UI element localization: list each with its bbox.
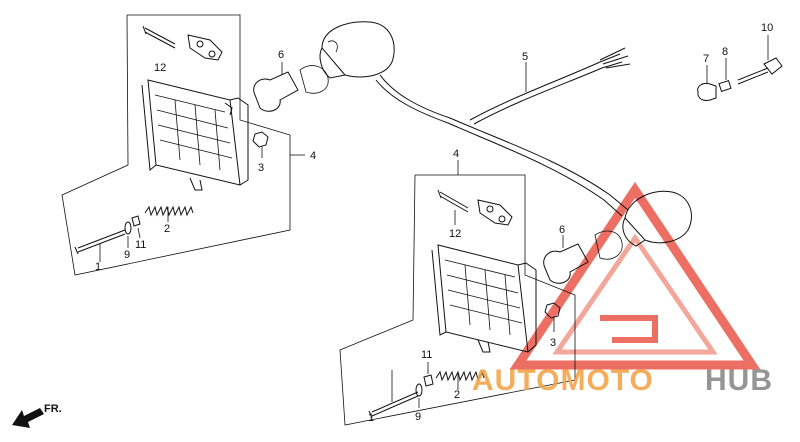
callout-10: 10 (761, 22, 773, 34)
callout-12-right: 12 (449, 228, 461, 240)
bulb-6-lower (543, 230, 623, 284)
callout-2-left: 2 (164, 223, 170, 235)
watermark-text: AUTOMOTO HUB (472, 364, 773, 397)
front-direction-marker: FR. (12, 403, 62, 428)
callout-1-left: 1 (95, 261, 101, 273)
callout-7: 7 (703, 53, 709, 65)
screw-12-left (142, 25, 176, 49)
adjust-screw-1-right (368, 370, 419, 419)
bolt-10 (737, 35, 783, 85)
callout-11-left: 11 (135, 239, 146, 251)
callout-6-lower: 6 (559, 224, 565, 236)
watermark-text-secondary: HUB (705, 364, 773, 397)
front-label: FR. (44, 403, 62, 415)
bracket-left (187, 34, 223, 61)
callout-11-right: 11 (421, 349, 432, 361)
callout-5: 5 (522, 51, 528, 63)
wire-harness-5 (319, 21, 692, 247)
headlight-assembly-right (339, 160, 576, 426)
watermark-triangle-g (600, 315, 658, 343)
callout-3-left: 3 (258, 162, 264, 174)
screw-12-right (437, 189, 469, 225)
nut-3-left (252, 131, 269, 158)
adjust-screw-1-left (74, 229, 126, 262)
group-frame-right (339, 174, 576, 426)
watermark-text-primary: AUTOMOTO (472, 364, 654, 397)
collar-8 (718, 58, 732, 92)
washer-9-left (124, 221, 132, 248)
nut-11-left (131, 215, 141, 239)
headlight-assembly-left (61, 14, 305, 276)
callout-9-right: 9 (415, 411, 421, 423)
watermark-triangle-inner (552, 233, 718, 355)
callout-8: 8 (722, 46, 728, 58)
grommet-7 (697, 65, 717, 101)
spring-2-left (144, 205, 194, 222)
watermark-logo (509, 181, 761, 370)
callout-9-left: 9 (124, 249, 130, 261)
callout-1-right: 1 (368, 412, 374, 424)
callout-2-right: 2 (454, 389, 460, 401)
callout-4-right: 4 (453, 148, 459, 160)
bulb-6-upper (253, 62, 329, 112)
watermark-triangle-outer (509, 181, 761, 370)
callout-12-left: 12 (154, 62, 166, 74)
group-frame-left (61, 14, 291, 276)
bracket-right (477, 199, 513, 226)
callout-6-upper: 6 (278, 49, 284, 61)
socket-lower (624, 190, 692, 244)
spring-2-right (435, 370, 485, 390)
nut-3-right (544, 302, 561, 332)
socket-upper (321, 21, 395, 78)
headlight-left (141, 79, 249, 191)
front-arrow-icon (12, 408, 44, 428)
headlight-right (431, 244, 537, 353)
nut-11-right (423, 362, 434, 387)
callout-4-left: 4 (310, 150, 316, 162)
callout-labels: 1 1 2 2 3 3 4 4 5 6 6 7 8 10 9 9 11 11 1… (95, 22, 773, 424)
washer-9-right (415, 383, 423, 408)
callout-3-right: 3 (550, 337, 556, 349)
